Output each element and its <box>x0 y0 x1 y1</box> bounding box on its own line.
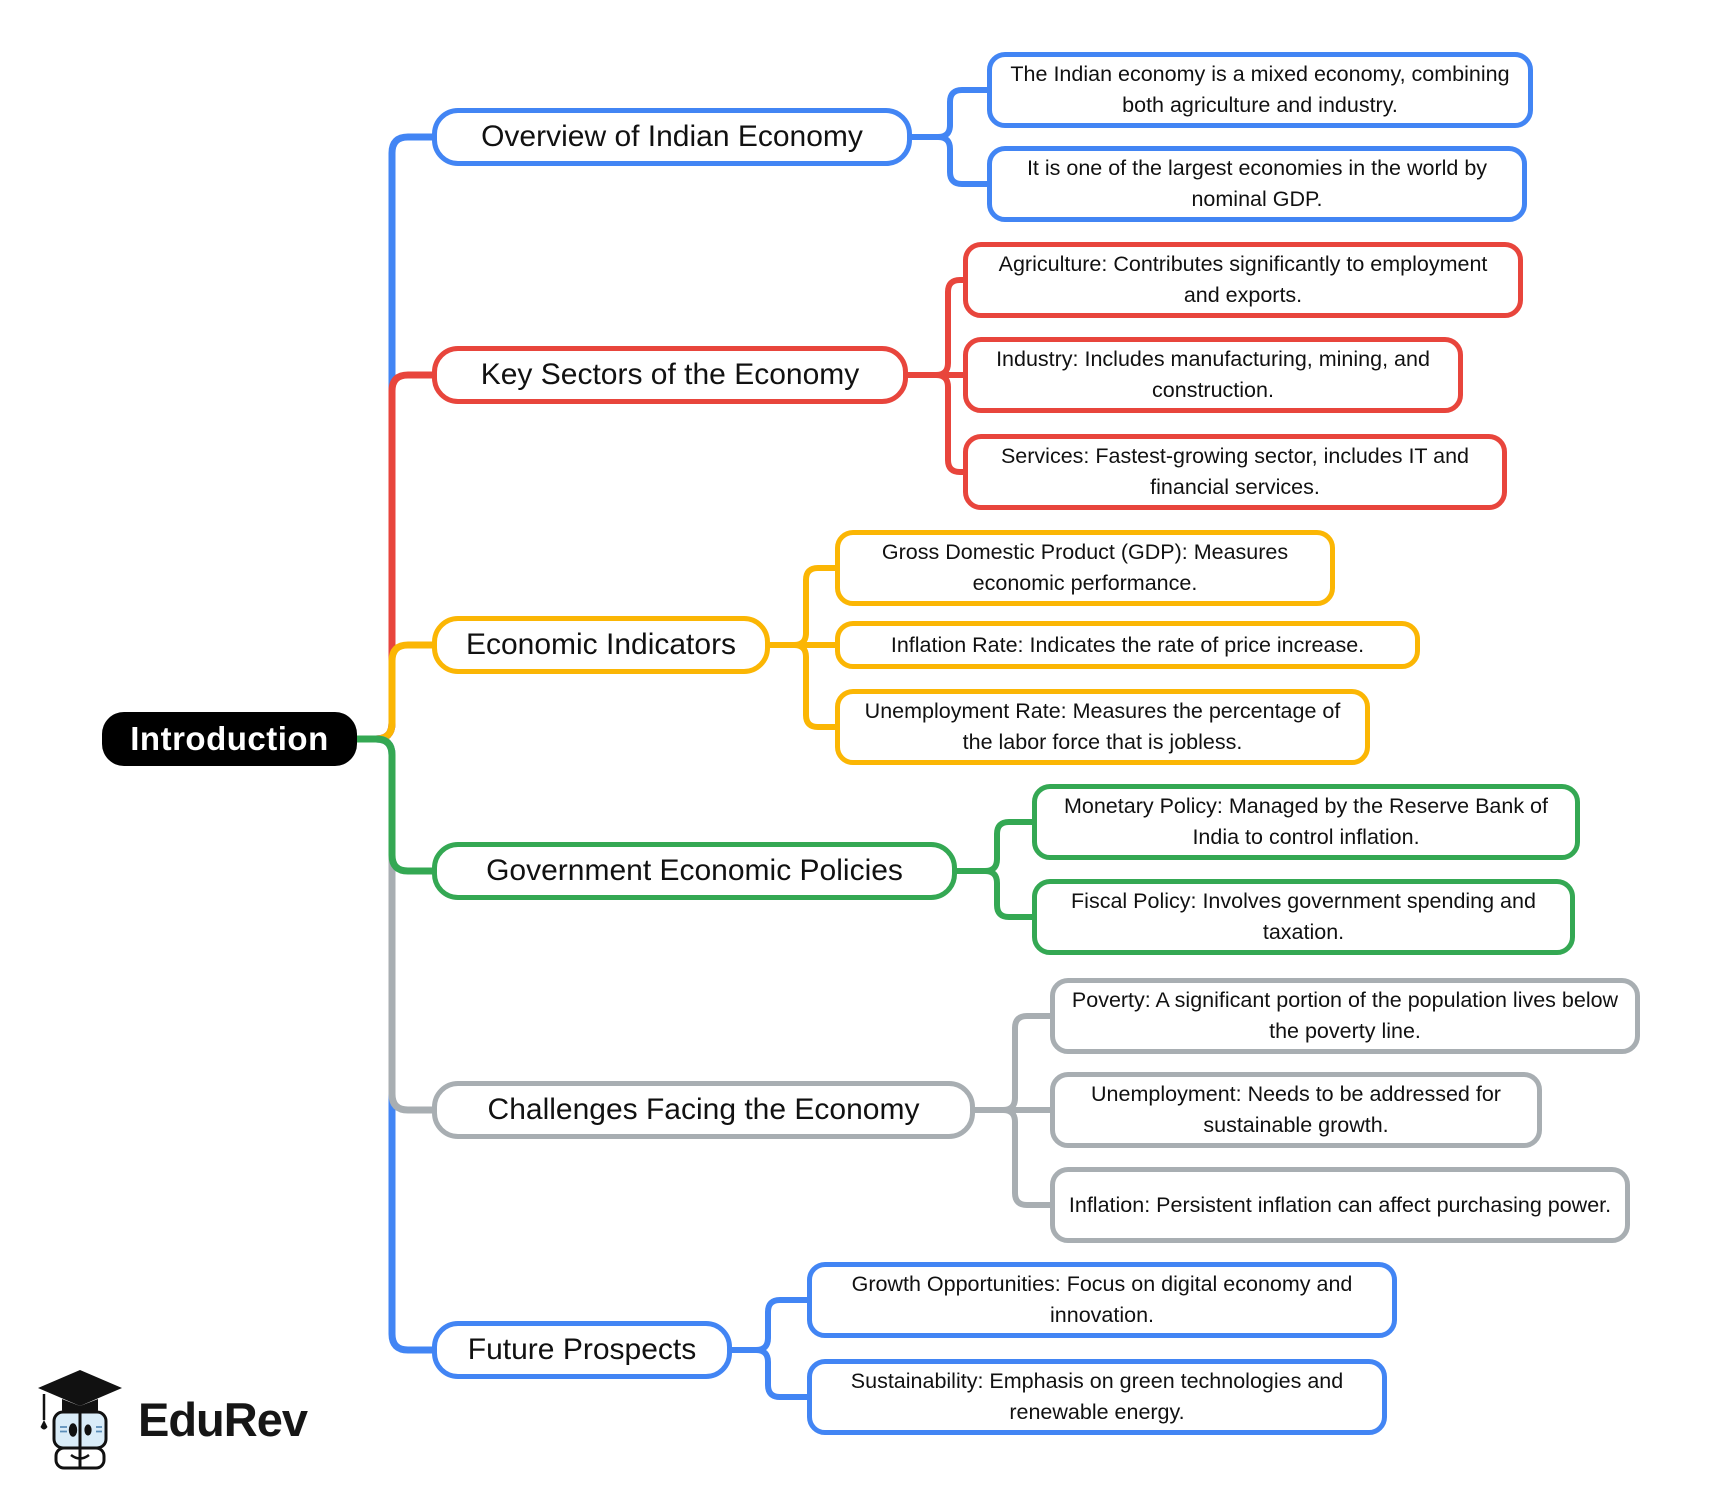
connector-future-child-1 <box>732 1297 809 1353</box>
edurev-brand-text: EduRev <box>138 1392 308 1446</box>
edurev-logo: EduRev <box>36 1368 308 1470</box>
branch-future-prospects: Future Prospects <box>432 1321 732 1379</box>
note-agriculture: Agriculture: Contributes significantly t… <box>963 242 1523 318</box>
note-gdp: Gross Domestic Product (GDP): Measures e… <box>835 530 1335 606</box>
branch-government-policies: Government Economic Policies <box>432 842 957 900</box>
note-monetary-policy: Monetary Policy: Managed by the Reserve … <box>1032 784 1580 860</box>
connector-overview-child-2 <box>912 134 987 187</box>
root-node-introduction: Introduction <box>102 712 357 766</box>
note-industry: Industry: Includes manufacturing, mining… <box>963 337 1463 413</box>
note-inflation-challenge: Inflation: Persistent inflation can affe… <box>1050 1167 1630 1243</box>
note-poverty: Poverty: A significant portion of the po… <box>1050 978 1640 1054</box>
branch-overview-of-indian-economy: Overview of Indian Economy <box>432 108 912 166</box>
note-fiscal-policy: Fiscal Policy: Involves government spend… <box>1032 879 1575 955</box>
connector-challenges-child-3 <box>975 1107 1052 1208</box>
note-growth-opportunities: Growth Opportunities: Focus on digital e… <box>807 1262 1397 1338</box>
note-unemployment: Unemployment: Needs to be addressed for … <box>1050 1072 1542 1148</box>
note-unemployment-rate: Unemployment Rate: Measures the percenta… <box>835 689 1370 765</box>
connector-key-sectors-child-1 <box>908 277 965 378</box>
branch-key-sectors: Key Sectors of the Economy <box>432 346 908 404</box>
connector-economic-indicators-child-1 <box>770 565 837 648</box>
connector-government-child-2 <box>957 868 1034 920</box>
connector-overview-child-1 <box>912 87 987 140</box>
connector-future-child-2 <box>732 1347 809 1400</box>
note-services: Services: Fastest-growing sector, includ… <box>963 434 1507 510</box>
note-inflation-rate: Inflation Rate: Indicates the rate of pr… <box>835 621 1420 669</box>
connector-challenges-child-1 <box>975 1013 1052 1113</box>
connector-root-government <box>357 735 432 875</box>
branch-challenges: Challenges Facing the Economy <box>432 1081 975 1139</box>
branch-economic-indicators: Economic Indicators <box>432 616 770 674</box>
connector-key-sectors-child-3 <box>908 372 965 475</box>
edurev-mascot-icon <box>38 1370 122 1470</box>
note-mixed-economy: The Indian economy is a mixed economy, c… <box>987 52 1533 128</box>
note-largest-economy: It is one of the largest economies in th… <box>987 146 1527 222</box>
connector-root-economic-indicators <box>357 641 432 743</box>
connector-economic-indicators-child-3 <box>770 642 837 730</box>
note-sustainability: Sustainability: Emphasis on green techno… <box>807 1359 1387 1435</box>
connector-government-child-1 <box>957 819 1034 874</box>
